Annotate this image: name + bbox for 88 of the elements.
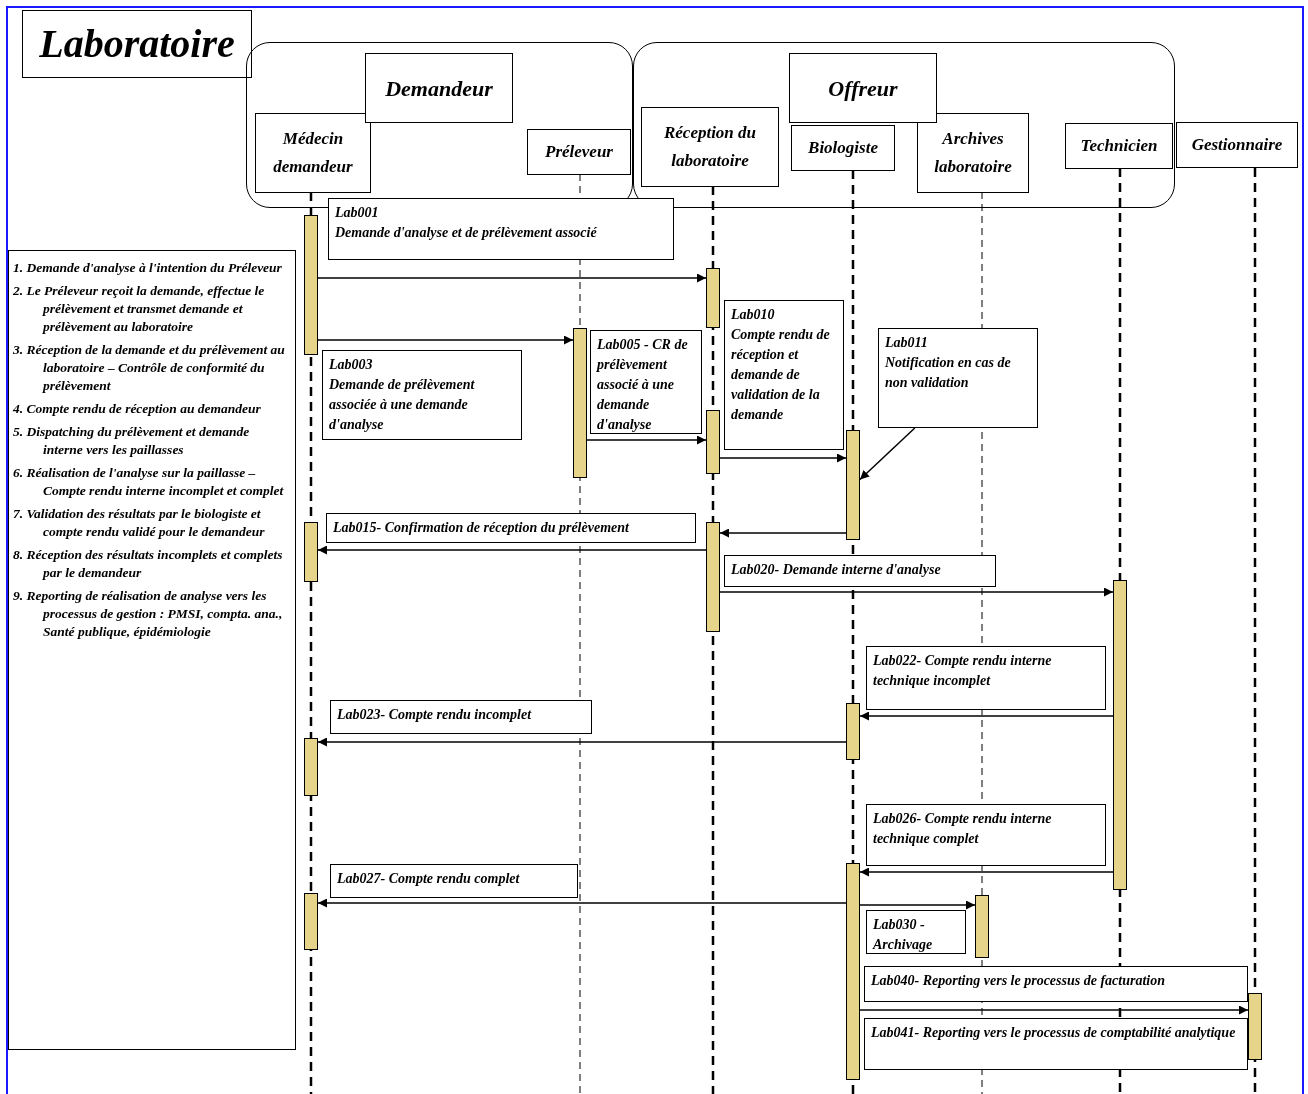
activation-bar: [846, 430, 860, 540]
note-text: Lab041- Reporting vers le processus de comptabilité analytique: [871, 1024, 1237, 1042]
activation-bar: [304, 738, 318, 796]
participant-name: Préleveur: [545, 141, 613, 163]
note-text: Lab010: [731, 306, 776, 324]
participant-box: [255, 113, 371, 193]
activation-bar: [975, 895, 989, 958]
message-note: [330, 864, 578, 898]
message-note: [724, 300, 844, 450]
activation-bar: [706, 410, 720, 474]
message-note: [328, 198, 674, 260]
note-text: Demande de prélèvement associée à une demande d'analyse: [329, 376, 476, 434]
step-text: 2. Le Préleveur reçoit la demande, effectue le prélèvement et transmet demande et prélèvement au laboratoire: [13, 282, 266, 336]
note-text: Lab022- Compte rendu interne technique incomplet: [873, 652, 1053, 690]
participant-box: [527, 129, 631, 175]
activation-bar: [846, 863, 860, 1080]
message-arrow: [859, 900, 976, 910]
group-frame: [633, 42, 1175, 208]
message-note: [866, 910, 966, 954]
note-text: Lab005 - CR de prélèvement associé à une demande d'analyse: [597, 336, 689, 434]
participant-box: [1176, 122, 1298, 168]
participant-name: Archives laboratoire: [933, 128, 1013, 178]
message-note: [590, 330, 702, 434]
participant-name: Médecin demandeur: [272, 128, 354, 178]
step-text: 1. Demande d'analyse à l'intention du Préleveur: [13, 259, 283, 277]
message-arrow: [586, 435, 707, 445]
activation-bar: [1248, 993, 1262, 1060]
message-arrow: [859, 1005, 1249, 1015]
message-arrow: [719, 453, 847, 463]
participant-box: [917, 113, 1029, 193]
note-text: Demande d'analyse et de prélèvement associé: [335, 224, 598, 242]
activation-bar: [304, 215, 318, 355]
participant-name: Réception du laboratoire: [662, 122, 758, 172]
message-note: [330, 700, 592, 734]
activation-bar: [573, 328, 587, 478]
note-text: Lab001: [335, 204, 380, 222]
step-text: 5. Dispatching du prélèvement et demande interne vers les paillasses: [13, 423, 251, 459]
group-heading: Demandeur: [365, 53, 513, 123]
message-arrow: [317, 898, 847, 908]
note-text: Lab020- Demande interne d'analyse: [731, 561, 942, 579]
participant-box: [641, 107, 779, 187]
message-note: [866, 804, 1106, 866]
message-arrow: [317, 335, 574, 345]
message-note: [878, 328, 1038, 428]
note-text: Compte rendu de réception et demande de validation de la demande: [731, 326, 831, 424]
message-note: [864, 966, 1248, 1002]
note-text: Lab011: [885, 334, 929, 352]
message-note: [326, 513, 696, 543]
activation-bar: [1113, 580, 1127, 890]
note-text: Lab030 - Archivage: [873, 916, 934, 954]
step-text: 6. Réalisation de l'analyse sur la paillasse – Compte rendu interne incomplet et complet: [13, 464, 285, 500]
message-arrow: [719, 587, 1114, 597]
message-note: [864, 1018, 1248, 1070]
note-text: Lab026- Compte rendu interne technique complet: [873, 810, 1053, 848]
step-text: 8. Réception des résultats incomplets et complets par le demandeur: [13, 546, 284, 582]
step-text: 9. Reporting de réalisation de analyse vers les processus de gestion : PMSI, compta. ana., Santé publique, épidémiologie: [13, 587, 284, 641]
message-arrow: [317, 545, 707, 555]
activation-bar: [706, 268, 720, 328]
activation-bar: [304, 893, 318, 950]
participant-name: Biologiste: [808, 137, 878, 159]
participant-name: Gestionnaire: [1191, 134, 1283, 156]
step-text: 3. Réception de la demande et du prélèvement au laboratoire – Contrôle de conformité du prélèvement: [13, 341, 286, 395]
steps-panel: [8, 250, 296, 1050]
note-text: Notification en cas de non validation: [885, 354, 1012, 392]
note-text: Lab027- Compte rendu complet: [337, 870, 521, 888]
step-text: 7. Validation des résultats par le biologiste et compte rendu validé pour le demandeur: [13, 505, 266, 541]
group-heading: Offreur: [789, 53, 937, 123]
activation-bar: [706, 522, 720, 632]
activation-bar: [304, 522, 318, 582]
message-arrow: [859, 711, 1114, 721]
step-text: 4. Compte rendu de réception au demandeur: [13, 400, 262, 418]
message-arrow: [859, 427, 916, 481]
message-arrow: [859, 867, 1114, 877]
message-arrow: [317, 737, 847, 747]
message-arrow: [719, 528, 847, 538]
activation-bar: [846, 703, 860, 760]
note-text: Lab023- Compte rendu incomplet: [337, 706, 533, 724]
title-box: Laboratoire: [22, 10, 252, 78]
message-note: [866, 646, 1106, 710]
message-note: [724, 555, 996, 587]
participant-box: [1065, 123, 1173, 169]
participant-name: Technicien: [1080, 135, 1158, 157]
message-note: [322, 350, 522, 440]
participant-box: [791, 125, 895, 171]
note-text: Lab003: [329, 356, 374, 374]
message-arrow: [317, 273, 707, 283]
note-text: Lab040- Reporting vers le processus de facturation: [871, 972, 1166, 990]
note-text: Lab015- Confirmation de réception du prélèvement: [333, 519, 630, 537]
